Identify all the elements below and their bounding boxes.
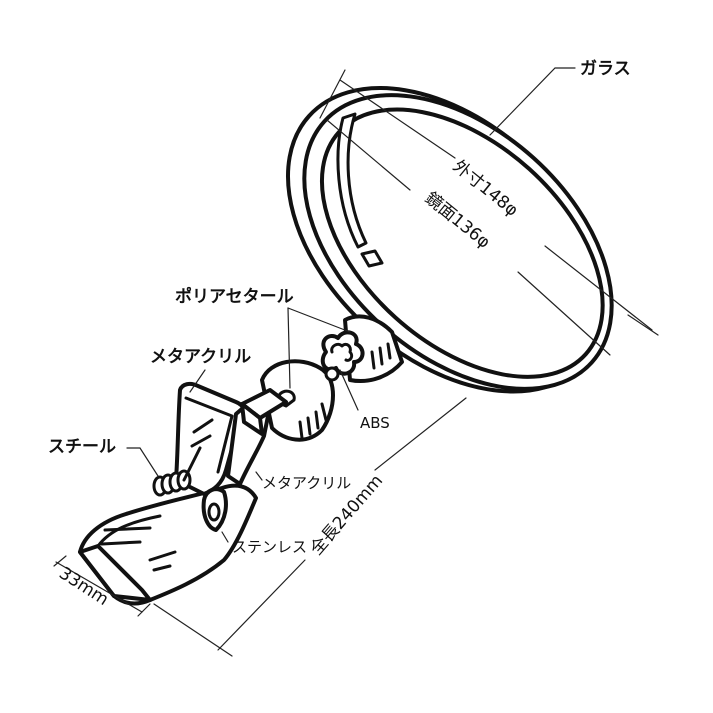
clip-base-lines	[100, 526, 177, 572]
joint-pin	[324, 366, 340, 382]
pivot-rivet	[207, 502, 221, 522]
label-abs: ABS	[360, 414, 390, 432]
clip-collar-side	[240, 402, 264, 436]
dim-outer-diameter-lines	[319, 69, 659, 336]
dim-mirror-diameter-lines	[326, 119, 611, 356]
clip-lever-lines	[190, 418, 214, 448]
clip-lower-jaw-front	[78, 544, 152, 602]
mirror-neck	[343, 314, 404, 383]
glass-highlight	[336, 112, 368, 249]
dim-total-length-lines	[153, 397, 467, 657]
glass-highlight-small	[360, 249, 384, 268]
label-glass: ガラス	[580, 59, 631, 79]
label-stainless: ステンレス	[232, 538, 307, 556]
leader-lines	[126, 67, 576, 543]
clip-lever-inner	[184, 396, 234, 474]
spring-arm	[182, 446, 202, 482]
ball-joint	[260, 359, 335, 442]
clip-upper-lever	[174, 381, 247, 496]
clip-base-inner	[96, 514, 162, 548]
label-methacryl-top: メタアクリル	[150, 347, 251, 367]
label-steel: スチール	[48, 437, 116, 457]
label-polyacetal: ポリアセタール	[175, 286, 294, 307]
label-methacryl-side: メタアクリル	[262, 474, 351, 492]
dim-clip-width-lines	[53, 555, 151, 617]
ball-joint-ribs	[298, 402, 328, 440]
abs-knob-inner	[330, 342, 354, 362]
clip-spring	[152, 469, 192, 497]
neck-ribs	[370, 342, 392, 370]
